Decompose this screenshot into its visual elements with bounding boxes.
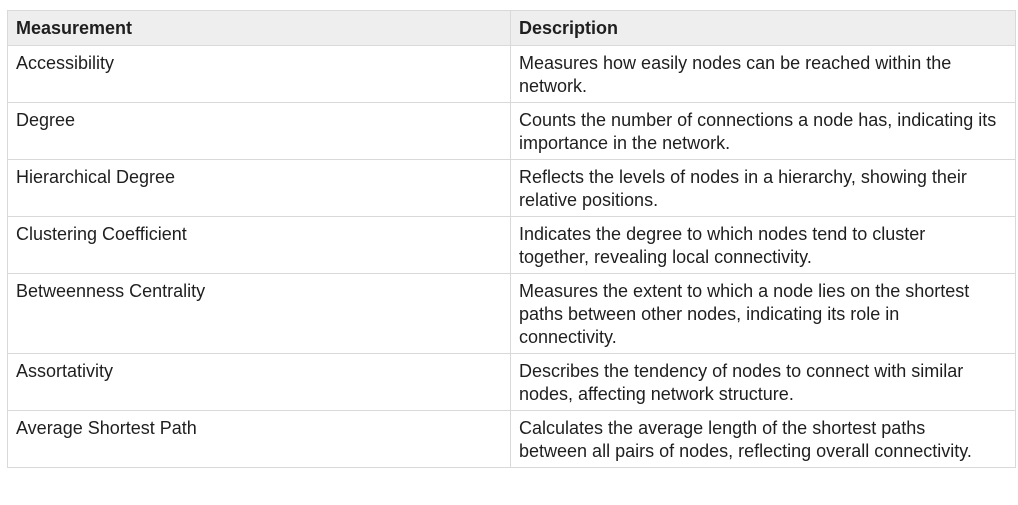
table-header: Measurement Description: [7, 10, 1016, 46]
measurements-table: Measurement Description Accessibility Me…: [7, 10, 1016, 468]
description-cell: Calculates the average length of the sho…: [510, 410, 1016, 468]
description-cell: Counts the number of connections a node …: [510, 102, 1016, 160]
description-cell: Measures how easily nodes can be reached…: [510, 45, 1016, 103]
description-cell: Measures the extent to which a node lies…: [510, 273, 1016, 354]
measurement-cell: Accessibility: [7, 45, 511, 103]
header-description: Description: [510, 10, 1016, 46]
header-measurement: Measurement: [7, 10, 511, 46]
table-row: Degree Counts the number of connections …: [7, 102, 1016, 160]
description-cell: Indicates the degree to which nodes tend…: [510, 216, 1016, 274]
table-row: Accessibility Measures how easily nodes …: [7, 45, 1016, 103]
table-row: Hierarchical Degree Reflects the levels …: [7, 159, 1016, 217]
header-row: Measurement Description: [7, 10, 1016, 46]
measurement-cell: Assortativity: [7, 353, 511, 411]
measurement-cell: Hierarchical Degree: [7, 159, 511, 217]
description-cell: Reflects the levels of nodes in a hierar…: [510, 159, 1016, 217]
table-row: Average Shortest Path Calculates the ave…: [7, 410, 1016, 468]
table-row: Clustering Coefficient Indicates the deg…: [7, 216, 1016, 274]
measurement-cell: Degree: [7, 102, 511, 160]
table-row: Assortativity Describes the tendency of …: [7, 353, 1016, 411]
measurements-table-container: Measurement Description Accessibility Me…: [7, 10, 1016, 468]
measurement-cell: Clustering Coefficient: [7, 216, 511, 274]
measurement-cell: Average Shortest Path: [7, 410, 511, 468]
table-row: Betweenness Centrality Measures the exte…: [7, 273, 1016, 354]
table-body: Accessibility Measures how easily nodes …: [7, 45, 1016, 468]
measurement-cell: Betweenness Centrality: [7, 273, 511, 354]
description-cell: Describes the tendency of nodes to conne…: [510, 353, 1016, 411]
